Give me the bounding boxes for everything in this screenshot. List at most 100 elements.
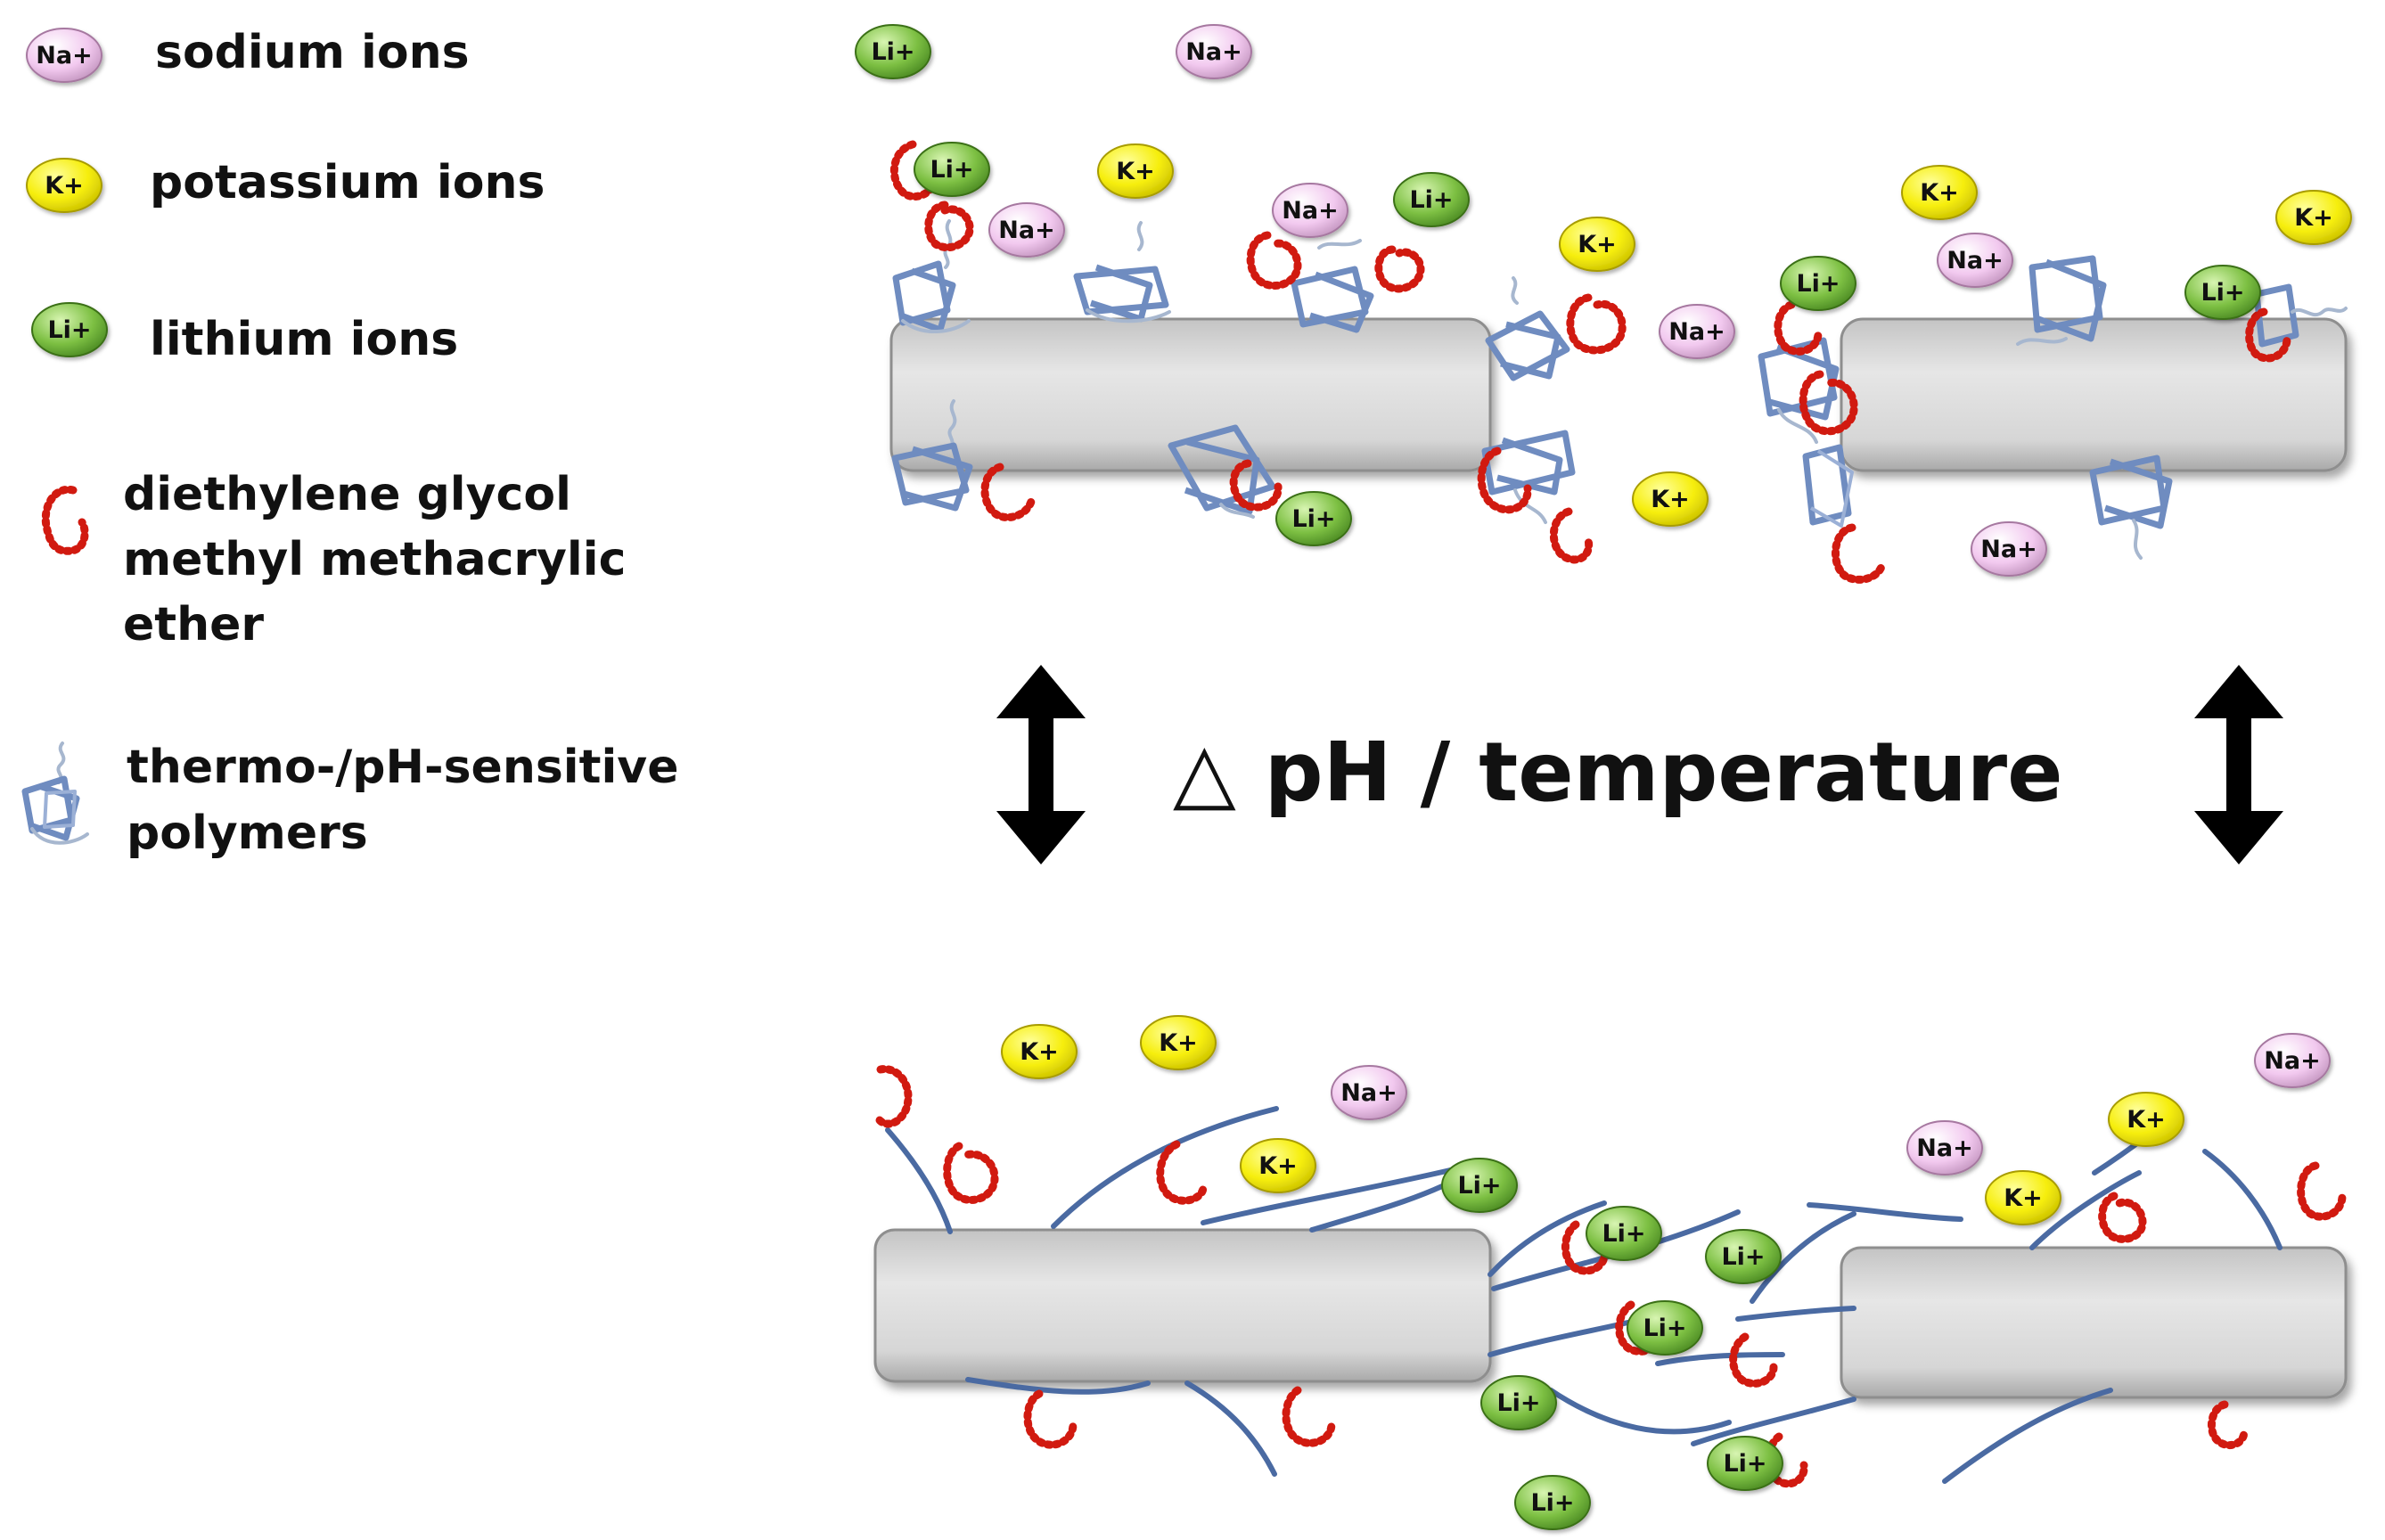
red-coil-icon	[943, 1142, 999, 1204]
red-coil-icon	[1774, 300, 1823, 356]
coiled-polymer-icon	[2253, 283, 2348, 348]
ion-badge-shape	[1586, 1206, 1662, 1261]
lithium-ion-icon: Li+	[1275, 491, 1352, 546]
ion-label: Li+	[1291, 505, 1335, 533]
legend-item-sodium: Na+ sodium ions	[26, 26, 470, 83]
red-coil-icon	[1729, 1332, 1778, 1388]
legend-label-lithium: lithium ions	[150, 313, 458, 366]
ion-label: Na+	[1947, 247, 2003, 274]
sodium-ion-icon: Na+	[1176, 24, 1252, 79]
ion-badge-shape	[1393, 172, 1470, 227]
coiled-polymer-icon	[2016, 255, 2107, 346]
potassium-ion-icon: K+	[1632, 471, 1709, 527]
ion-label: K+	[1258, 1152, 1298, 1180]
ion-badge-shape	[988, 202, 1065, 258]
legend-label-polymer-line1: thermo-/pH-sensitive	[127, 741, 678, 794]
ion-badge-shape	[31, 302, 108, 357]
ion-badge-shape	[1659, 304, 1735, 359]
ion-label: Li+	[1409, 186, 1453, 214]
ion-badge-shape	[1140, 1015, 1217, 1070]
red-coil-icon	[1566, 293, 1627, 355]
legend-item-deg: diethylene glycol methyl methacrylic eth…	[41, 468, 626, 651]
ion-label: K+	[2127, 1106, 2166, 1134]
red-coil-icon	[1561, 1220, 1609, 1275]
ion-label: Na+	[1916, 1135, 1972, 1162]
legend-label-deg-line3: ether	[123, 598, 264, 651]
legend-label-potassium: potassium ions	[150, 156, 545, 209]
ion-label: Li+	[930, 156, 973, 184]
ion-label: Li+	[1530, 1489, 1574, 1517]
ion-badge-shape	[1780, 256, 1856, 311]
ion-label: Na+	[1980, 536, 2037, 563]
ion-label: Li+	[1496, 1389, 1540, 1417]
ion-label: K+	[1159, 1029, 1198, 1057]
red-coil-icon	[924, 201, 974, 252]
double-headed-arrow-icon	[996, 665, 1086, 864]
lithium-ion-icon: Li+	[1707, 1436, 1783, 1491]
lithium-ion-icon: Li+	[1480, 1375, 1557, 1430]
ion-label: Li+	[1602, 1220, 1645, 1248]
sodium-ion-icon: Na+	[1272, 183, 1348, 238]
ion-badge-shape	[1441, 1158, 1518, 1213]
ion-label: Na+	[1668, 318, 1725, 346]
lithium-ion-icon: Li+	[1780, 256, 1856, 311]
legend-label-deg-line1: diethylene glycol	[123, 468, 571, 521]
lithium-ion-icon: Li+	[1627, 1300, 1703, 1356]
ion-label: Li+	[1723, 1450, 1766, 1478]
ion-badge-shape	[1627, 1300, 1703, 1356]
ion-label: K+	[2294, 204, 2333, 232]
red-coil-icon	[2297, 1161, 2347, 1221]
coiled-polymer-icon	[1485, 276, 1570, 381]
lithium-ion-icon: Li+	[1705, 1229, 1782, 1284]
potassium-ion-icon: K+	[1901, 165, 1978, 220]
potassium-ion-icon: K+	[2108, 1092, 2184, 1147]
ion-label: Li+	[1796, 270, 1840, 298]
lithium-ion-icon: Li+	[2184, 265, 2261, 320]
red-coil-icon	[1023, 1389, 1078, 1449]
particle-slab	[889, 317, 1492, 472]
ion-badge-shape	[1971, 521, 2047, 577]
lithium-ion-icon: Li+	[855, 24, 931, 79]
ion-label: Na+	[36, 42, 92, 70]
red-coil-icon	[1374, 245, 1425, 293]
ion-badge-shape	[1559, 217, 1635, 272]
coiled-polymer-icon	[2089, 455, 2173, 560]
potassium-ion-icon: K+	[1097, 143, 1174, 199]
legend-label-deg-line2: methyl methacrylic	[123, 533, 626, 586]
ion-badge-shape	[1176, 24, 1252, 79]
potassium-ion-icon: K+	[26, 158, 102, 213]
potassium-ion-icon: K+	[1559, 217, 1635, 272]
red-coil-icon	[2208, 1400, 2249, 1449]
ion-label: Li+	[2201, 279, 2244, 307]
double-headed-arrow-icon	[2194, 665, 2283, 864]
stimulus-label: △ pH / temperature	[1173, 725, 2062, 820]
legend: Na+ sodium ions K+ potassium ions Li+ li…	[21, 26, 678, 860]
ion-label: K+	[1920, 179, 1959, 207]
potassium-ion-icon: K+	[1240, 1138, 1316, 1193]
lithium-ion-icon: Li+	[31, 302, 108, 357]
ion-badge-shape	[1001, 1024, 1078, 1079]
sodium-ion-icon: Na+	[26, 28, 102, 83]
ion-badge-shape	[2275, 190, 2352, 245]
ion-label: K+	[1116, 158, 1155, 185]
red-coil-icon	[1246, 231, 1302, 291]
lithium-ion-icon: Li+	[914, 142, 990, 197]
ion-label: Na+	[1282, 197, 1338, 225]
ion-badge-shape	[26, 28, 102, 83]
ion-badge-shape	[1906, 1120, 1983, 1175]
ion-badge-shape	[1272, 183, 1348, 238]
ion-badge-shape	[1707, 1436, 1783, 1491]
red-coil-icon	[2245, 307, 2291, 363]
red-coil-icon	[1832, 523, 1887, 584]
red-coil-icon	[980, 463, 1037, 521]
lithium-ion-icon: Li+	[1441, 1158, 1518, 1213]
sodium-ion-icon: Na+	[1906, 1120, 1983, 1175]
ion-badge-shape	[1275, 491, 1352, 546]
top-state-collapsed: Li+ Na+ Li+ K+ Na+ Na+ Li+ K+ Na+ Li+ K+…	[855, 24, 2352, 584]
coiled-polymer-icon	[1291, 239, 1374, 333]
red-coil-icon	[2098, 1192, 2147, 1243]
red-coil-icon	[1799, 370, 1858, 436]
sodium-ion-icon: Na+	[1971, 521, 2047, 577]
red-coil-icon	[1477, 446, 1532, 514]
